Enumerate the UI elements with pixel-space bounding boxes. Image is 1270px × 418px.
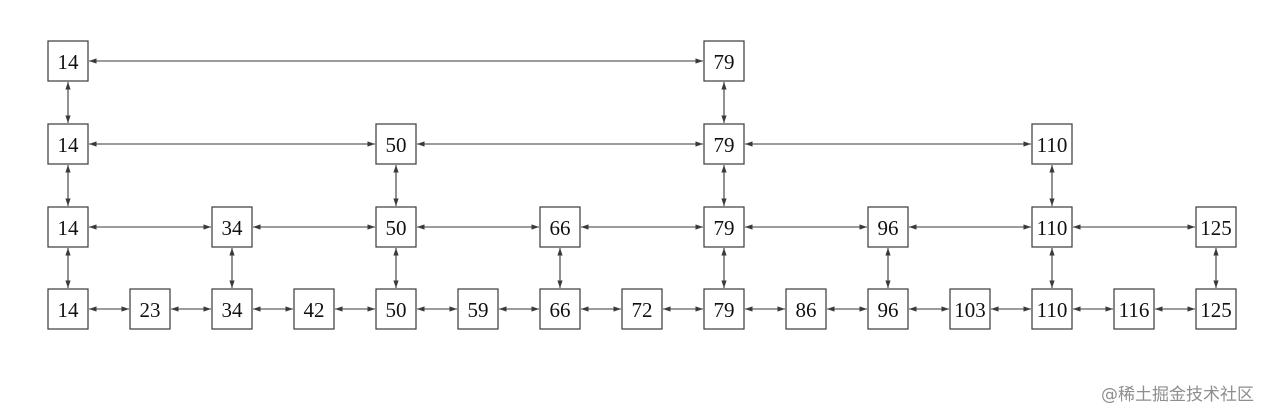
node-box <box>375 123 417 165</box>
node-label: 72 <box>632 298 653 322</box>
node-110: 110 <box>1031 288 1073 330</box>
node-110: 110 <box>1031 206 1073 248</box>
node-box <box>703 206 745 248</box>
node-box <box>47 288 89 330</box>
node-125: 125 <box>1195 206 1237 248</box>
node-label: 96 <box>878 216 899 240</box>
node-79: 79 <box>703 123 745 165</box>
node-box <box>1031 206 1073 248</box>
node-label: 125 <box>1200 216 1232 240</box>
node-50: 50 <box>375 206 417 248</box>
node-box <box>1195 206 1237 248</box>
node-42: 42 <box>293 288 335 330</box>
node-box <box>703 288 745 330</box>
node-86: 86 <box>785 288 827 330</box>
node-103: 103 <box>949 288 991 330</box>
nodes-layer: 14 79 14 50 79 110 14 34 50 66 79 96 110 125 14 23 34 42 5… <box>47 40 1237 330</box>
node-label: 14 <box>58 216 80 240</box>
node-14: 14 <box>47 40 89 82</box>
node-label: 66 <box>550 216 571 240</box>
node-label: 50 <box>386 133 407 157</box>
node-14: 14 <box>47 288 89 330</box>
node-label: 23 <box>140 298 161 322</box>
node-label: 110 <box>1037 133 1068 157</box>
node-box <box>47 206 89 248</box>
node-label: 14 <box>58 50 80 74</box>
node-label: 86 <box>796 298 817 322</box>
node-label: 116 <box>1119 298 1150 322</box>
node-label: 103 <box>954 298 986 322</box>
node-box <box>785 288 827 330</box>
node-79: 79 <box>703 40 745 82</box>
node-box <box>703 123 745 165</box>
node-label: 14 <box>58 298 80 322</box>
node-label: 79 <box>714 133 735 157</box>
node-label: 50 <box>386 298 407 322</box>
node-label: 59 <box>468 298 489 322</box>
node-23: 23 <box>129 288 171 330</box>
node-label: 66 <box>550 298 571 322</box>
node-box <box>1113 288 1155 330</box>
node-label: 34 <box>222 298 244 322</box>
node-59: 59 <box>457 288 499 330</box>
node-box <box>129 288 171 330</box>
node-label: 14 <box>58 133 80 157</box>
node-96: 96 <box>867 206 909 248</box>
node-50: 50 <box>375 123 417 165</box>
node-box <box>703 40 745 82</box>
node-label: 79 <box>714 50 735 74</box>
node-box <box>1031 123 1073 165</box>
watermark: @稀土掘金技术社区 <box>1101 385 1254 405</box>
edges-layer <box>65 58 1219 312</box>
node-box <box>457 288 499 330</box>
node-label: 79 <box>714 298 735 322</box>
node-box <box>47 40 89 82</box>
node-label: 42 <box>304 298 325 322</box>
node-box <box>1031 288 1073 330</box>
node-box <box>211 288 253 330</box>
node-box <box>1195 288 1237 330</box>
node-72: 72 <box>621 288 663 330</box>
node-14: 14 <box>47 206 89 248</box>
node-box <box>211 206 253 248</box>
node-79: 79 <box>703 206 745 248</box>
node-34: 34 <box>211 206 253 248</box>
node-box <box>375 206 417 248</box>
node-box <box>867 206 909 248</box>
node-label: 110 <box>1037 216 1068 240</box>
node-14: 14 <box>47 123 89 165</box>
node-box <box>293 288 335 330</box>
node-110: 110 <box>1031 123 1073 165</box>
node-box <box>47 123 89 165</box>
node-34: 34 <box>211 288 253 330</box>
node-label: 34 <box>222 216 244 240</box>
node-box <box>621 288 663 330</box>
node-box <box>539 206 581 248</box>
node-label: 50 <box>386 216 407 240</box>
node-96: 96 <box>867 288 909 330</box>
node-116: 116 <box>1113 288 1155 330</box>
node-box <box>375 288 417 330</box>
node-125: 125 <box>1195 288 1237 330</box>
node-66: 66 <box>539 288 581 330</box>
node-label: 110 <box>1037 298 1068 322</box>
node-50: 50 <box>375 288 417 330</box>
node-box <box>867 288 909 330</box>
node-label: 96 <box>878 298 899 322</box>
node-66: 66 <box>539 206 581 248</box>
node-box <box>949 288 991 330</box>
node-79: 79 <box>703 288 745 330</box>
node-box <box>539 288 581 330</box>
node-label: 125 <box>1200 298 1232 322</box>
node-label: 79 <box>714 216 735 240</box>
